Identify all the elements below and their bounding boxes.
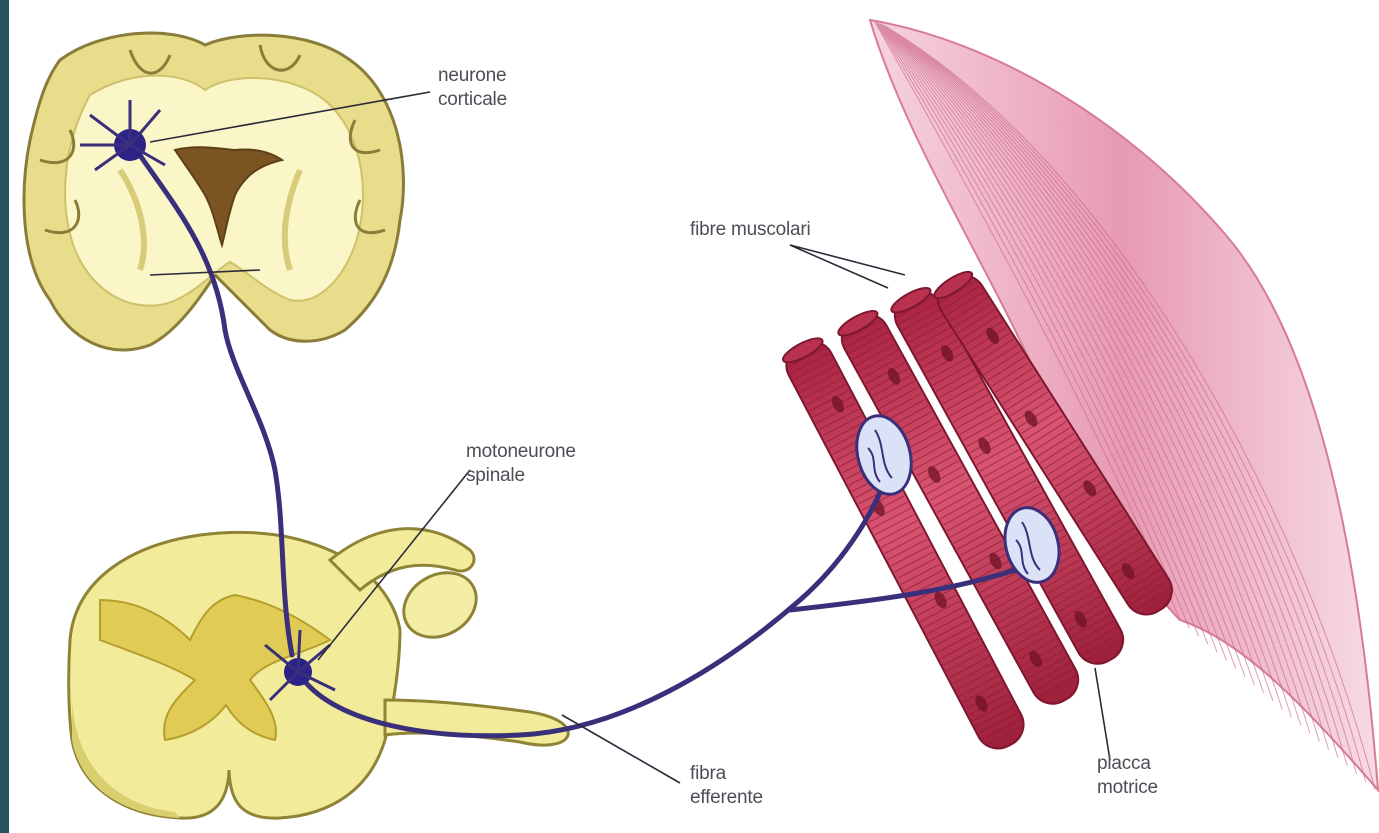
label-cortical-neuron-line2: corticale xyxy=(438,88,507,112)
label-cortical-neuron-line1: neurone xyxy=(438,64,507,88)
label-efferent-fiber-line2: efferente xyxy=(690,786,763,810)
label-efferent-fiber: fibra efferente xyxy=(690,762,763,810)
label-motor-plate-line1: placca xyxy=(1097,752,1158,776)
label-cortical-neuron: neurone corticale xyxy=(438,64,507,112)
label-spinal-motoneuron: motoneurone spinale xyxy=(466,440,576,488)
label-motor-plate-line2: motrice xyxy=(1097,776,1158,800)
label-muscle-fibers: fibre muscolari xyxy=(690,218,811,242)
label-spinal-motoneuron-line1: motoneurone xyxy=(466,440,576,464)
label-spinal-motoneuron-line2: spinale xyxy=(466,464,576,488)
label-efferent-fiber-line1: fibra xyxy=(690,762,763,786)
label-motor-plate: placca motrice xyxy=(1097,752,1158,800)
